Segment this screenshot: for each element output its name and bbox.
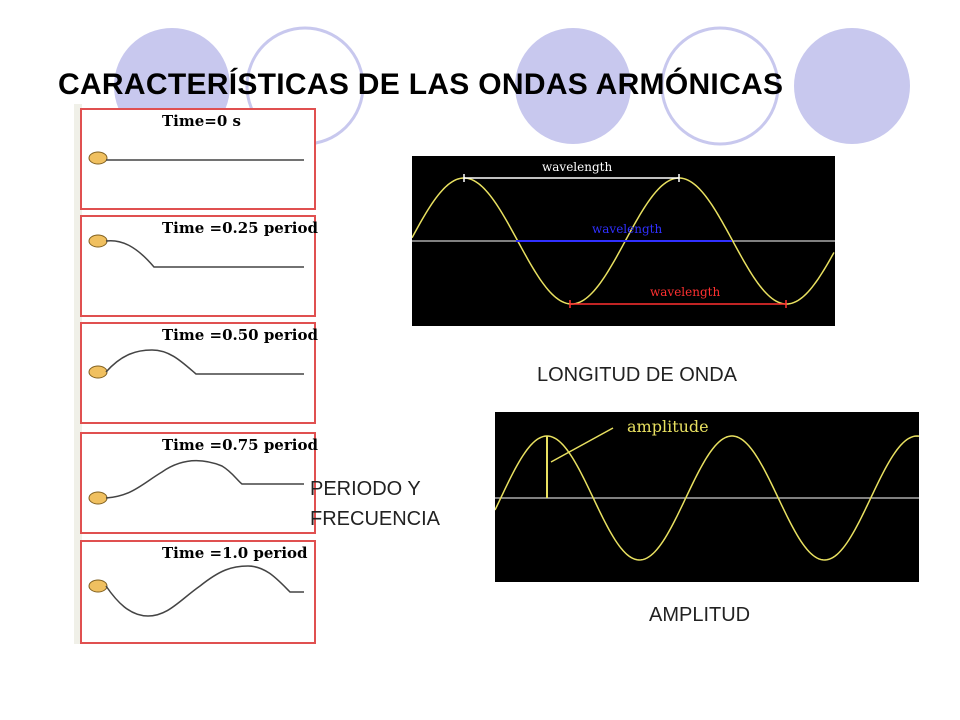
string-wave-diagram [88,565,304,617]
amplitude-label: amplitude [627,417,709,436]
period-caption-line-2: FRECUENCIA [310,508,441,530]
period-caption-line-1: PERIODO Y [310,478,421,500]
time-panel-0: Time=0 s [80,108,316,210]
wavelength-label-2: wavelength [592,222,662,236]
wavelength-label-3: wavelength [650,285,720,299]
string-line [105,565,304,617]
string-line [105,239,304,268]
time-panel-label: Time =0.25 period [162,219,318,237]
amplitude-wave-svg: amplitude [494,417,920,561]
hand-icon [88,151,108,165]
hand-icon [88,234,108,248]
wavelength-caption: LONGITUD DE ONDA [537,364,738,386]
time-panel-label: Time=0 s [162,112,241,130]
wavelength-diagram: wavelength wavelength wavelength [411,156,835,326]
slide-title: CARACTERÍSTICAS DE LAS ONDAS ARMÓNICAS [58,68,784,101]
hand-icon [88,579,108,593]
hand-icon [88,365,108,379]
string-wave-diagram [88,234,304,268]
string-line [105,349,304,375]
wavelength-label-1: wavelength [542,160,612,174]
period-frequency-caption: PERIODO Y FRECUENCIA [310,474,440,534]
string-line [105,459,304,499]
string-wave-diagram [88,349,304,379]
wavelength-wave-svg: wavelength wavelength wavelength [411,160,835,308]
time-panel-2: Time =0.50 period [80,322,318,424]
time-panel-4: Time =1.0 period [80,540,316,644]
sine-wave [411,177,835,305]
outline-circle [660,26,780,146]
time-panel-label: Time =0.75 period [162,436,318,454]
filled-circle [515,28,631,144]
amplitude-caption: AMPLITUD [649,604,751,626]
amplitude-pointer [550,427,614,463]
filled-circle [794,28,910,144]
time-panel-label: Time =0.50 period [162,326,318,344]
string-wave-diagram [88,151,304,165]
time-panel-3: Time =0.75 period [80,432,318,534]
time-panel-label: Time =1.0 period [162,544,308,562]
sine-wave [494,435,920,561]
time-panel-1: Time =0.25 period [80,215,318,317]
panel-strip-background [74,104,82,644]
amplitude-diagram: amplitude [494,412,920,582]
string-wave-diagram [88,459,304,505]
hand-icon [88,491,108,505]
